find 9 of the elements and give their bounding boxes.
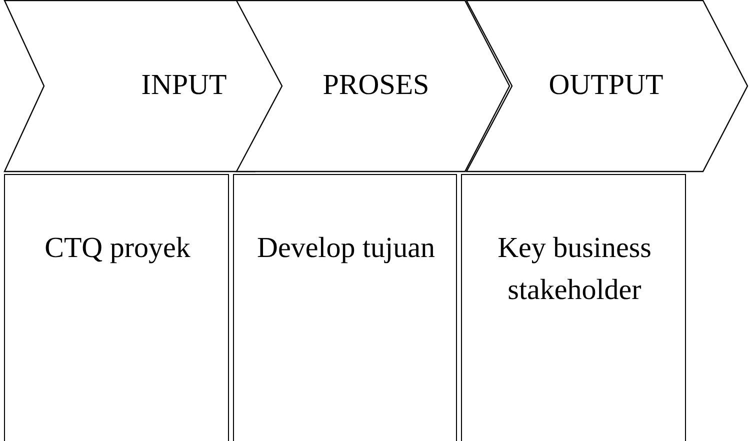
box-text: Develop tujuan bbox=[256, 231, 436, 266]
box-text: CTQ proyek bbox=[44, 231, 192, 266]
box-text: Key business stakeholder bbox=[496, 231, 652, 308]
content-box bbox=[4, 174, 229, 441]
stage-label: OUTPUT bbox=[548, 68, 664, 103]
stage-label: INPUT bbox=[140, 68, 228, 103]
content-box bbox=[233, 174, 457, 441]
stage-label: PROSES bbox=[322, 68, 430, 103]
content-box bbox=[461, 174, 686, 441]
